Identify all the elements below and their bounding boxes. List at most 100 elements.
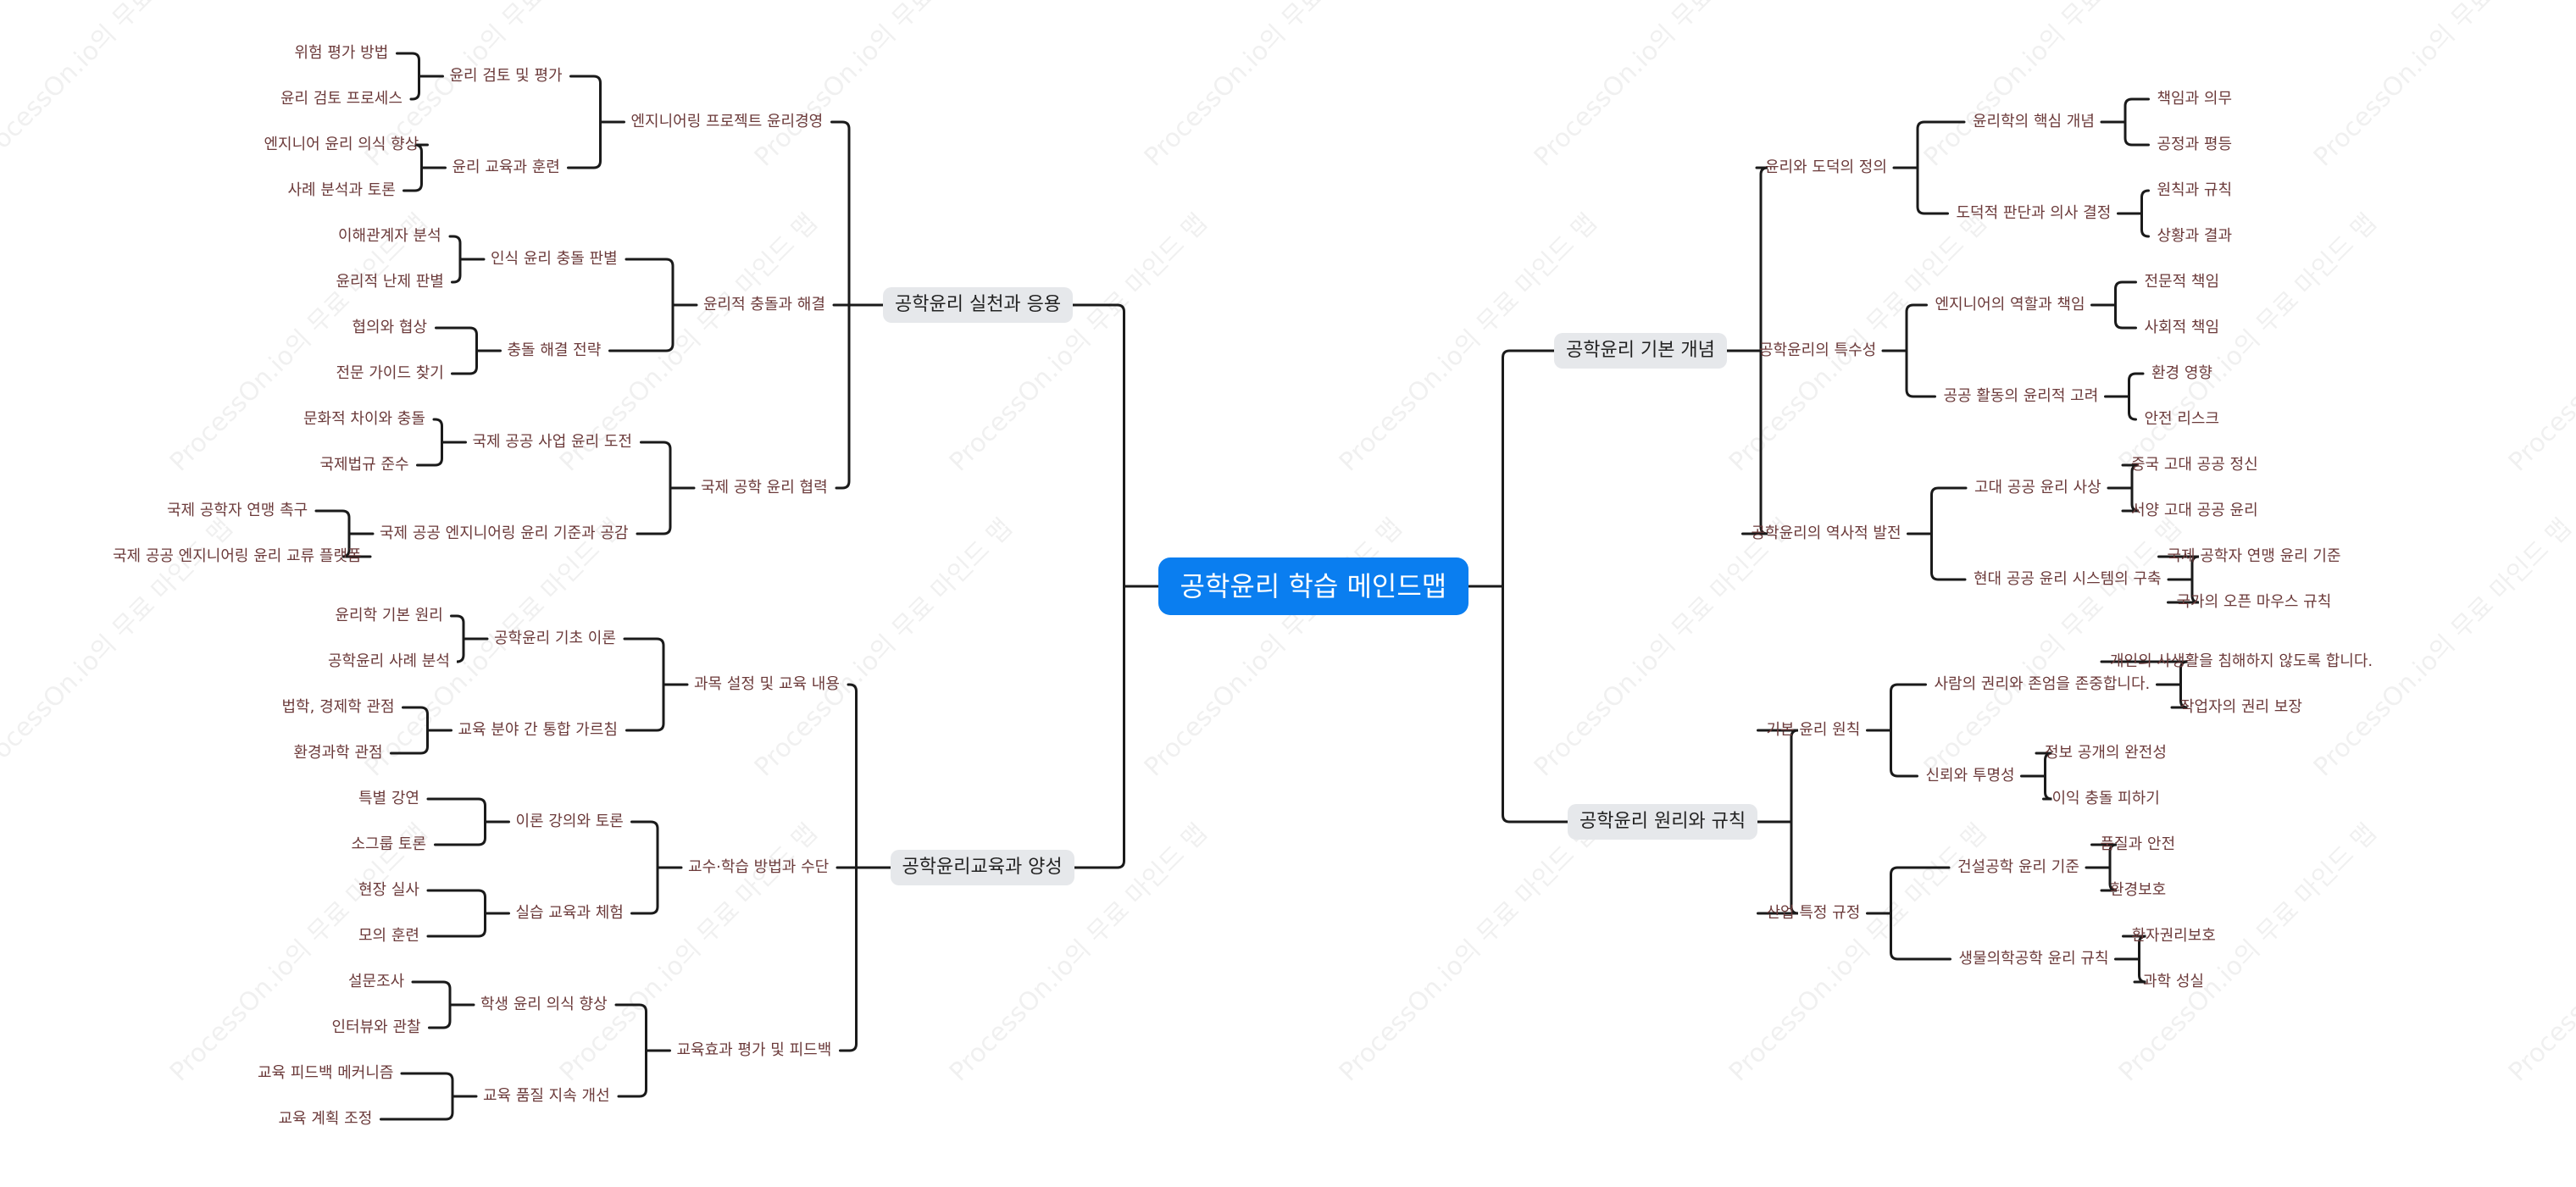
connector-line bbox=[2114, 935, 2146, 984]
connector-line bbox=[567, 75, 625, 169]
subtopic-교수·학습-방법과-수단[interactable]: 교수·학습 방법과 수단 bbox=[688, 858, 830, 876]
leaf-품질과-안전[interactable]: 품질과 안전 bbox=[2100, 835, 2176, 853]
leaf-상황과-결과[interactable]: 상황과 결과 bbox=[2157, 227, 2233, 245]
leaf-윤리학-기본-원리[interactable]: 윤리학 기본 원리 bbox=[335, 607, 443, 624]
root-topic[interactable]: 공학윤리 학습 메인드맵 bbox=[1158, 557, 1469, 615]
topic-신뢰와-투명성[interactable]: 신뢰와 투명성 bbox=[1925, 767, 2015, 785]
leaf-소그룹-토론[interactable]: 소그룹 토론 bbox=[351, 835, 427, 853]
subtopic-산업-특정-규정[interactable]: 산업 특정 규정 bbox=[1766, 904, 1861, 922]
leaf-이익-충돌-피하기[interactable]: 이익 충돌 피하기 bbox=[2051, 790, 2160, 807]
topic-교육-품질-지속-개선[interactable]: 교육 품질 지속 개선 bbox=[483, 1087, 610, 1105]
leaf-국제-공공-엔지니어링-윤리-교류-플랫폼[interactable]: 국제 공공 엔지니어링 윤리 교류 플랫폼 bbox=[113, 547, 362, 565]
topic-윤리-교육과-훈련[interactable]: 윤리 교육과 훈련 bbox=[452, 158, 560, 176]
topic-이론-강의와-토론[interactable]: 이론 강의와 토론 bbox=[515, 813, 624, 830]
subtopic-국제-공학-윤리-협력[interactable]: 국제 공학 윤리 협력 bbox=[701, 479, 828, 496]
connector-line bbox=[1866, 866, 1951, 961]
subtopic-공학윤리의-역사적-발전[interactable]: 공학윤리의 역사적 발전 bbox=[1751, 524, 1901, 542]
leaf-환경과학-관점[interactable]: 환경과학 관점 bbox=[293, 744, 383, 762]
leaf-설문조사[interactable]: 설문조사 bbox=[348, 973, 405, 990]
branch-공학윤리-원리와-규칙[interactable]: 공학윤리 원리와 규칙 bbox=[1568, 804, 1758, 840]
leaf-환경-영향[interactable]: 환경 영향 bbox=[2151, 364, 2212, 382]
subtopic-교육효과-평가-및-피드백[interactable]: 교육효과 평가 및 피드백 bbox=[676, 1041, 832, 1059]
branch-공학윤리-실천과-응용[interactable]: 공학윤리 실천과 응용 bbox=[883, 287, 1074, 323]
leaf-윤리적-난제-판별[interactable]: 윤리적 난제 판별 bbox=[336, 273, 444, 291]
connector-line bbox=[314, 509, 375, 558]
leaf-국가의-오픈-마우스-규칙[interactable]: 국가의 오픈 마우스 규칙 bbox=[2176, 593, 2332, 611]
leaf-공정과-평등[interactable]: 공정과 평등 bbox=[2157, 136, 2233, 153]
leaf-정보-공개의-완전성[interactable]: 정보 공개의 완전성 bbox=[2045, 744, 2167, 762]
topic-공공-활동의-윤리적-고려[interactable]: 공공 활동의 윤리적 고려 bbox=[1943, 387, 2099, 405]
subtopic-공학윤리의-특수성[interactable]: 공학윤리의 특수성 bbox=[1759, 341, 1877, 359]
connector-line bbox=[448, 235, 486, 284]
leaf-현장-실사[interactable]: 현장 실사 bbox=[358, 881, 419, 899]
leaf-이해관계자-분석[interactable]: 이해관계자 분석 bbox=[338, 227, 441, 245]
subtopic-기본-윤리-원칙[interactable]: 기본 윤리 원칙 bbox=[1766, 721, 1861, 739]
topic-건설공학-윤리-기준[interactable]: 건설공학 윤리 기준 bbox=[1957, 858, 2079, 876]
connector-line bbox=[2104, 372, 2145, 421]
leaf-사례-분석과-토론[interactable]: 사례 분석과 토론 bbox=[287, 181, 396, 199]
subtopic-과목-설정-및-교육-내용[interactable]: 과목 설정 및 교육 내용 bbox=[694, 675, 840, 693]
topic-공학윤리-기초-이론[interactable]: 공학윤리 기초 이론 bbox=[494, 630, 616, 647]
topic-국제-공공-엔지니어링-윤리-기준과-공감[interactable]: 국제 공공 엔지니어링 윤리 기준과 공감 bbox=[380, 524, 629, 542]
leaf-위험-평가-방법[interactable]: 위험 평가 방법 bbox=[294, 44, 389, 62]
topic-사람의-권리와-존엄을-존중합니다.[interactable]: 사람의 권리와 존엄을 존중합니다. bbox=[1934, 675, 2151, 693]
connector-line bbox=[630, 820, 683, 915]
subtopic-엔지니어링-프로젝트-윤리경영[interactable]: 엔지니어링 프로젝트 윤리경영 bbox=[630, 113, 824, 130]
connector-line bbox=[1725, 166, 1768, 535]
topic-고대-공공-윤리-사상[interactable]: 고대 공공 윤리 사상 bbox=[1974, 479, 2101, 496]
connector-line bbox=[636, 441, 696, 535]
topic-충돌-해결-전략[interactable]: 충돌 해결 전략 bbox=[507, 341, 602, 359]
subtopic-윤리와-도덕의-정의[interactable]: 윤리와 도덕의 정의 bbox=[1765, 158, 1887, 176]
leaf-중국-고대-공공-정신[interactable]: 중국 고대 공공 정신 bbox=[2131, 456, 2258, 474]
topic-국제-공공-사업-윤리-도전[interactable]: 국제 공공 사업 윤리 도전 bbox=[472, 433, 633, 451]
leaf-협의와-협상[interactable]: 협의와 협상 bbox=[352, 319, 428, 336]
leaf-국제법규-준수[interactable]: 국제법규 준수 bbox=[319, 456, 409, 474]
connector-line bbox=[2117, 189, 2150, 238]
leaf-인터뷰와-관찰[interactable]: 인터뷰와 관찰 bbox=[331, 1018, 421, 1036]
topic-교육-분야-간-통합-가르침[interactable]: 교육 분야 간 통합 가르침 bbox=[458, 721, 619, 739]
connector-line bbox=[402, 143, 447, 192]
connector-line bbox=[2020, 752, 2052, 801]
leaf-교육-계획-조정[interactable]: 교육 계획 조정 bbox=[278, 1110, 373, 1128]
connector-line bbox=[390, 706, 452, 755]
leaf-과학-성실[interactable]: 과학 성실 bbox=[2143, 973, 2204, 990]
topic-윤리학의-핵심-개념[interactable]: 윤리학의 핵심 개념 bbox=[1973, 113, 2095, 130]
leaf-전문-가이드-찾기[interactable]: 전문 가이드 찾기 bbox=[336, 364, 444, 382]
leaf-작업자의-권리-보장[interactable]: 작업자의 권리 보장 bbox=[2180, 698, 2302, 716]
leaf-환자권리보호[interactable]: 환자권리보호 bbox=[2131, 927, 2216, 945]
branch-공학윤리교육과-양성[interactable]: 공학윤리교육과 양성 bbox=[890, 850, 1074, 885]
topic-도덕적-판단과-의사-결정[interactable]: 도덕적 판단과 의사 결정 bbox=[1956, 204, 2112, 222]
leaf-전문적-책임[interactable]: 전문적 책임 bbox=[2144, 273, 2220, 291]
topic-실습-교육과-체험[interactable]: 실습 교육과 체험 bbox=[515, 904, 624, 922]
leaf-특별-강연[interactable]: 특별 강연 bbox=[358, 790, 419, 807]
leaf-윤리-검토-프로세스[interactable]: 윤리 검토 프로세스 bbox=[280, 90, 402, 108]
connector-line bbox=[435, 326, 502, 375]
connector-line bbox=[608, 258, 698, 352]
leaf-환경보호[interactable]: 환경보호 bbox=[2110, 881, 2167, 899]
leaf-모의-훈련[interactable]: 모의 훈련 bbox=[358, 927, 419, 945]
leaf-문화적-차이와-충돌[interactable]: 문화적 차이와 충돌 bbox=[303, 410, 425, 428]
leaf-책임과-의무[interactable]: 책임과 의무 bbox=[2157, 90, 2233, 108]
leaf-안전-리스크[interactable]: 안전 리스크 bbox=[2144, 410, 2220, 428]
leaf-개인의-사생활을-침해하지-않도록-합니다.[interactable]: 개인의 사생활을 침해하지 않도록 합니다. bbox=[2110, 652, 2373, 670]
topic-학생-윤리-의식-향상[interactable]: 학생 윤리 의식 향상 bbox=[480, 996, 608, 1013]
leaf-교육-피드백-메커니즘[interactable]: 교육 피드백 메커니즘 bbox=[258, 1064, 394, 1082]
leaf-국제-공학자-연맹-촉구[interactable]: 국제 공학자 연맹 촉구 bbox=[167, 502, 308, 519]
connector-line bbox=[614, 1003, 671, 1098]
subtopic-윤리적-충돌과-해결[interactable]: 윤리적 충돌과 해결 bbox=[703, 296, 825, 313]
branch-공학윤리-기본-개념[interactable]: 공학윤리 기본 개념 bbox=[1554, 333, 1727, 369]
leaf-법학,-경제학-관점[interactable]: 법학, 경제학 관점 bbox=[281, 698, 395, 716]
topic-엔지니어의-역할과-책임[interactable]: 엔지니어의 역할과 책임 bbox=[1935, 296, 2085, 313]
topic-윤리-검토-및-평가[interactable]: 윤리 검토 및 평가 bbox=[449, 67, 563, 85]
leaf-서양-고대-공공-윤리[interactable]: 서양 고대 공공 윤리 bbox=[2131, 502, 2258, 519]
leaf-국제-공학자-연맹-윤리-기준[interactable]: 국제 공학자 연맹 윤리 기준 bbox=[2167, 547, 2341, 565]
leaf-사회적-책임[interactable]: 사회적 책임 bbox=[2144, 319, 2220, 336]
leaf-엔지니어-윤리-의식-향상[interactable]: 엔지니어 윤리 의식 향상 bbox=[264, 136, 419, 153]
topic-현대-공공-윤리-시스템의-구축[interactable]: 현대 공공 윤리 시스템의 구축 bbox=[1974, 570, 2162, 588]
topic-생물의학공학-윤리-규칙[interactable]: 생물의학공학 윤리 규칙 bbox=[1958, 950, 2109, 968]
topic-인식-윤리-충돌-판별[interactable]: 인식 윤리 충돌 판별 bbox=[491, 250, 618, 268]
connector-line bbox=[1892, 120, 1966, 215]
leaf-공학윤리-사례-분석[interactable]: 공학윤리 사례 분석 bbox=[328, 652, 450, 670]
leaf-원칙과-규칙[interactable]: 원칙과 규칙 bbox=[2157, 181, 2233, 199]
